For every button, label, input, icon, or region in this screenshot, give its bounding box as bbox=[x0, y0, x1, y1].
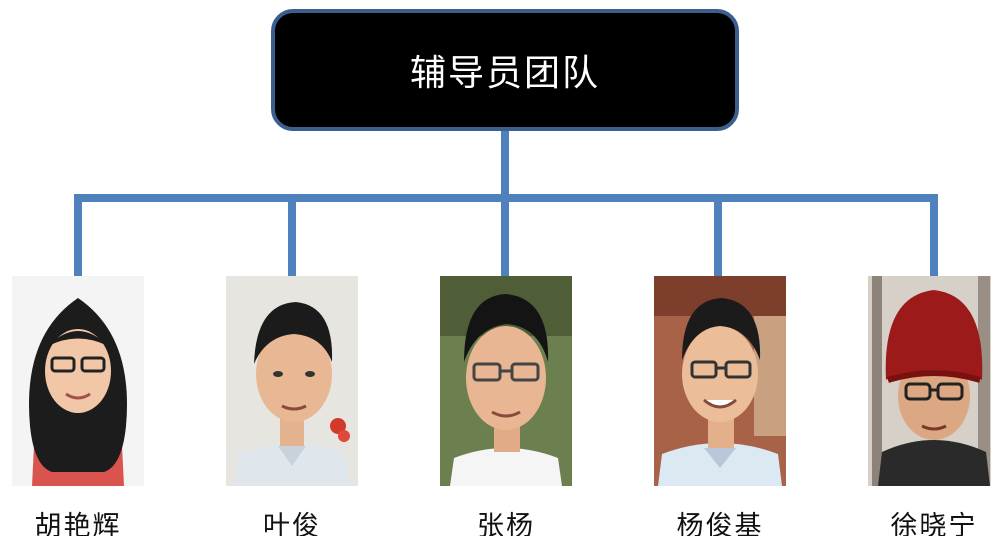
member-photo-2 bbox=[226, 276, 358, 486]
member-name-4: 杨俊基 bbox=[676, 511, 764, 536]
member-photo-4 bbox=[654, 276, 786, 486]
member-name-5: 徐晓宁 bbox=[890, 511, 978, 536]
member-name-1: 胡艳辉 bbox=[34, 511, 122, 536]
member-photo-3 bbox=[440, 276, 572, 486]
member-photo-1 bbox=[12, 276, 144, 486]
member-photo-5 bbox=[868, 276, 991, 486]
member-name-3: 张杨 bbox=[477, 511, 535, 536]
root-node: 辅导员团队 bbox=[271, 9, 739, 131]
member-name-2: 叶俊 bbox=[263, 511, 321, 536]
root-title: 辅导员团队 bbox=[409, 53, 600, 94]
